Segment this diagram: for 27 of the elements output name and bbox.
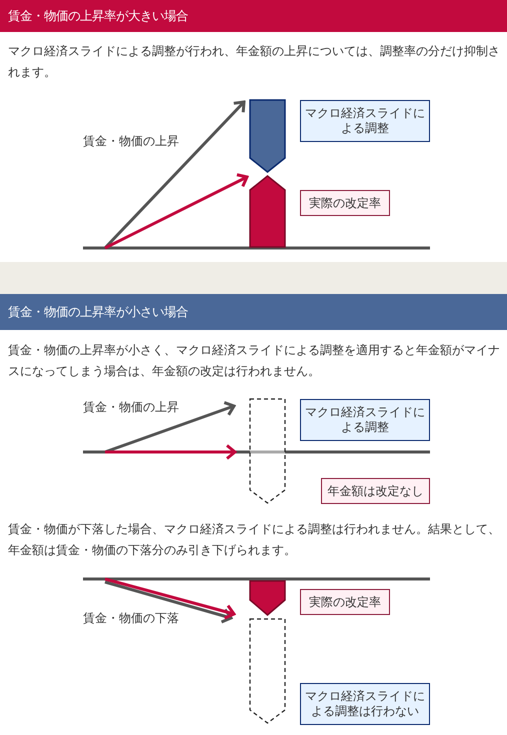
pentagon-bar (249, 175, 286, 248)
pentagon-bar (249, 99, 286, 173)
section-header-band (0, 0, 507, 32)
callout-box (321, 478, 430, 504)
description-paragraph: 賃金・物価の上昇率が小さく、マクロ経済スライドによる調整を適用すると年金額がマイナスになってしまう場合は、年金額の改定は行われません。 (8, 342, 501, 380)
arrow-label: 賃金・物価の上昇 (83, 399, 179, 415)
pentagon-bar (249, 580, 286, 616)
description-paragraph: マクロ経済スライドによる調整が行われ、年金額の上昇については、調整率の分だけ抑制されます。 (8, 43, 501, 81)
callout-text: 実際の改定率 (309, 196, 381, 210)
dashed-pentagon-outline (249, 398, 286, 504)
callout-box (300, 100, 430, 142)
callout-text: マクロ経済スライドによる調整は行わない (304, 689, 426, 719)
dashed-pentagon-outline (249, 618, 286, 724)
callout-text: マクロ経済スライドによる調整 (304, 405, 426, 435)
callout-box (300, 589, 390, 615)
section-heading: 賃金・物価の上昇率が大きい場合 (8, 8, 188, 24)
callout-text: 実際の改定率 (309, 594, 381, 610)
callout-text: 年金額は改定なし (328, 484, 424, 498)
callout-box (300, 399, 430, 441)
description-paragraph: 賃金・物価が下落した場合、マクロ経済スライドによる調整は行われません。結果として、年金額は賃金・物価の下落分のみ引き下げられます。 (8, 521, 501, 559)
arrow-label: 賃金・物価の上昇 (83, 133, 179, 149)
arrow-label: 賃金・物価の下落 (83, 610, 179, 626)
callout-box (300, 190, 390, 216)
callout-box (300, 683, 430, 725)
section-heading: 賃金・物価の上昇率が小さい場合 (8, 304, 188, 320)
callout-text: マクロ経済スライドによる調整 (304, 106, 426, 136)
section-header-band (0, 294, 507, 330)
